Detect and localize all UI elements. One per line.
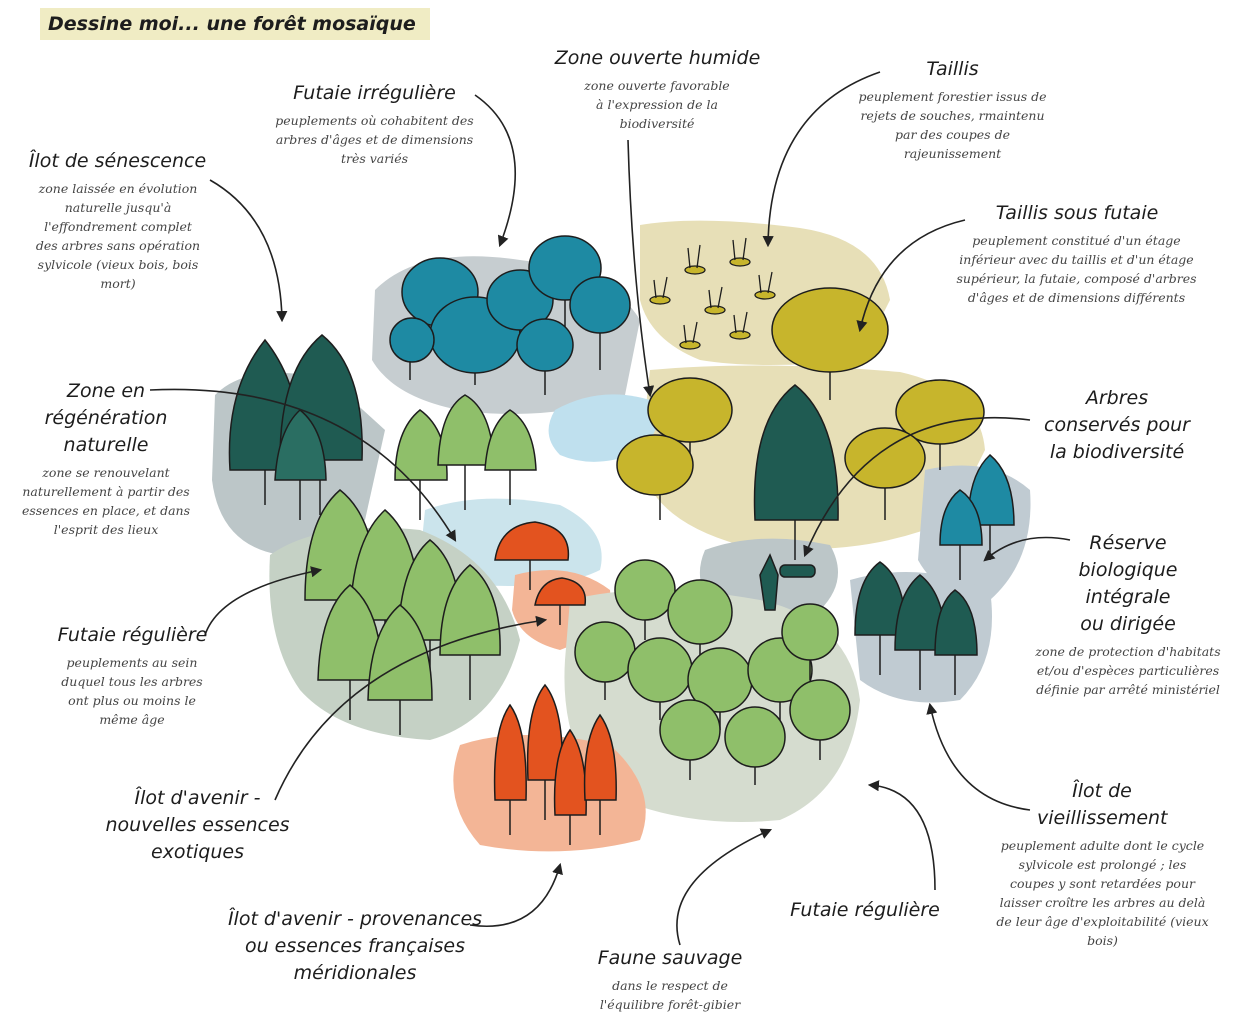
stump xyxy=(729,311,751,340)
orange-cypress xyxy=(493,703,527,835)
arrow-zone-humide xyxy=(627,139,655,398)
dark-tree xyxy=(934,589,978,695)
arrow-futaie-reguliere-left xyxy=(204,566,323,636)
orange-canopy xyxy=(494,521,570,590)
olive-trees xyxy=(616,287,985,520)
orange-canopy xyxy=(534,577,587,625)
light-tree xyxy=(367,604,433,735)
vieillissement-trees xyxy=(854,561,978,695)
light-tree xyxy=(437,394,495,510)
arrow-arbres-conserves xyxy=(803,416,1031,558)
regular-round-trees xyxy=(574,559,851,785)
label-desc: peuplement forestier issus de rejets de … xyxy=(858,89,1047,161)
label-desc: peuplements au sein duquel tous les arbr… xyxy=(61,655,203,727)
label-desc: peuplements où cohabitent des arbres d'â… xyxy=(275,113,474,166)
olive-tree xyxy=(771,287,889,400)
label-title: Zone en régénération naturelle xyxy=(44,380,168,456)
stump xyxy=(684,244,706,275)
taillis-stumps xyxy=(649,237,776,350)
label-desc: peuplement adulte dont le cycle sylvicol… xyxy=(996,838,1209,948)
label-title: Îlot d'avenir - provenances ou essences … xyxy=(227,908,483,984)
label-taillis: Taillis peuplement forestier issus de re… xyxy=(840,56,1065,163)
label-title: Faune sauvage xyxy=(597,947,743,969)
stump xyxy=(704,286,726,315)
label-desc: zone se renouvelant naturellement à part… xyxy=(22,465,190,537)
label-title: Îlot de vieillissement xyxy=(1037,780,1168,829)
label-title: Zone ouverte humide xyxy=(554,47,761,69)
annotation-arrows xyxy=(149,71,1071,946)
label-title: Arbres conservés pour la biodiversité xyxy=(1044,387,1190,463)
round-tree xyxy=(667,579,733,660)
reserve-trees xyxy=(939,454,1015,580)
label-title: Futaie régulière xyxy=(790,899,940,921)
orange-cypress xyxy=(583,713,617,835)
label-desc: peuplement constitué d'un étage inférieu… xyxy=(956,233,1197,305)
stump xyxy=(649,276,671,305)
arrow-futaie-irreguliere xyxy=(474,94,516,248)
olive-tree xyxy=(616,434,694,520)
conserved-tree xyxy=(753,384,839,611)
teal-tree xyxy=(516,318,574,395)
label-taillis-sous-futaie: Taillis sous futaie peuplement constitué… xyxy=(948,200,1206,307)
label-futaie-reguliere-left: Futaie régulière peuplements au sein duq… xyxy=(40,622,225,729)
label-futaie-reguliere-bottom: Futaie régulière xyxy=(770,897,960,924)
arrow-meridionales xyxy=(469,862,563,927)
label-title: Futaie irrégulière xyxy=(293,82,456,104)
label-title: Futaie régulière xyxy=(57,624,208,646)
arrow-ilot-avenir-exotiques xyxy=(274,615,548,801)
orange-trees xyxy=(493,521,617,845)
label-ilot-avenir-exotiques: Îlot d'avenir - nouvelles essences exoti… xyxy=(90,785,305,866)
olive-tree xyxy=(844,427,926,520)
label-zone-regeneration: Zone en régénération naturelle zone se r… xyxy=(12,378,200,539)
arrow-futaie-reguliere-bottom xyxy=(867,780,936,891)
label-desc: zone laissée en évolution naturelle jusq… xyxy=(35,181,201,291)
label-title: Taillis sous futaie xyxy=(995,202,1159,224)
label-desc: zone de protection d'habitats et/ou d'es… xyxy=(1035,644,1221,697)
stump xyxy=(679,321,701,350)
label-ilot-vieillissement: Îlot de vieillissement peuplement adulte… xyxy=(985,778,1220,950)
label-arbres-conserves: Arbres conservés pour la biodiversité xyxy=(1030,385,1205,466)
label-faune-sauvage: Faune sauvage dans le respect de l'équil… xyxy=(570,945,770,1014)
round-tree xyxy=(781,603,839,680)
label-zone-ouverte-humide: Zone ouverte humide zone ouverte favorab… xyxy=(545,45,770,133)
arrow-taillis-sous-futaie xyxy=(856,219,966,333)
label-title: Îlot d'avenir - nouvelles essences exoti… xyxy=(105,787,290,863)
arrow-regeneration xyxy=(149,388,457,542)
olive-tree xyxy=(647,377,733,470)
round-tree xyxy=(659,699,721,780)
arrow-faune xyxy=(676,828,773,946)
label-ilot-senescence: Îlot de sénescence zone laissée en évolu… xyxy=(15,148,220,293)
label-reserve-biologique: Réserve biologique intégrale ou dirigée … xyxy=(1020,530,1236,699)
label-futaie-irreguliere: Futaie irrégulière peuplements où cohabi… xyxy=(262,80,487,168)
light-tree xyxy=(484,409,537,505)
arrow-senescence xyxy=(209,179,288,323)
teal-trees xyxy=(389,235,631,395)
stump xyxy=(729,237,751,267)
arrow-reserve xyxy=(983,536,1071,562)
label-desc: dans le respect de l'équilibre forêt-gib… xyxy=(599,978,741,1012)
round-tree xyxy=(789,679,851,760)
page-title: Dessine moi... une forêt mosaïque xyxy=(40,8,430,40)
olive-tree xyxy=(895,379,985,470)
teal-tree xyxy=(967,454,1015,560)
round-tree xyxy=(614,559,676,640)
label-desc: zone ouverte favorable à l'expression de… xyxy=(584,78,730,131)
teal-tree xyxy=(389,317,435,380)
arrow-taillis xyxy=(762,71,881,248)
teal-tree xyxy=(939,489,983,580)
round-tree xyxy=(724,706,786,785)
teal-tree xyxy=(569,276,631,370)
label-title: Taillis xyxy=(926,58,979,80)
arrow-vieillissement xyxy=(926,702,1031,811)
label-title: Réserve biologique intégrale ou dirigée xyxy=(1078,532,1178,635)
label-ilot-avenir-meridionales: Îlot d'avenir - provenances ou essences … xyxy=(220,906,490,987)
light-green-trees xyxy=(304,394,537,735)
label-title: Îlot de sénescence xyxy=(28,150,207,172)
stump xyxy=(754,271,776,300)
